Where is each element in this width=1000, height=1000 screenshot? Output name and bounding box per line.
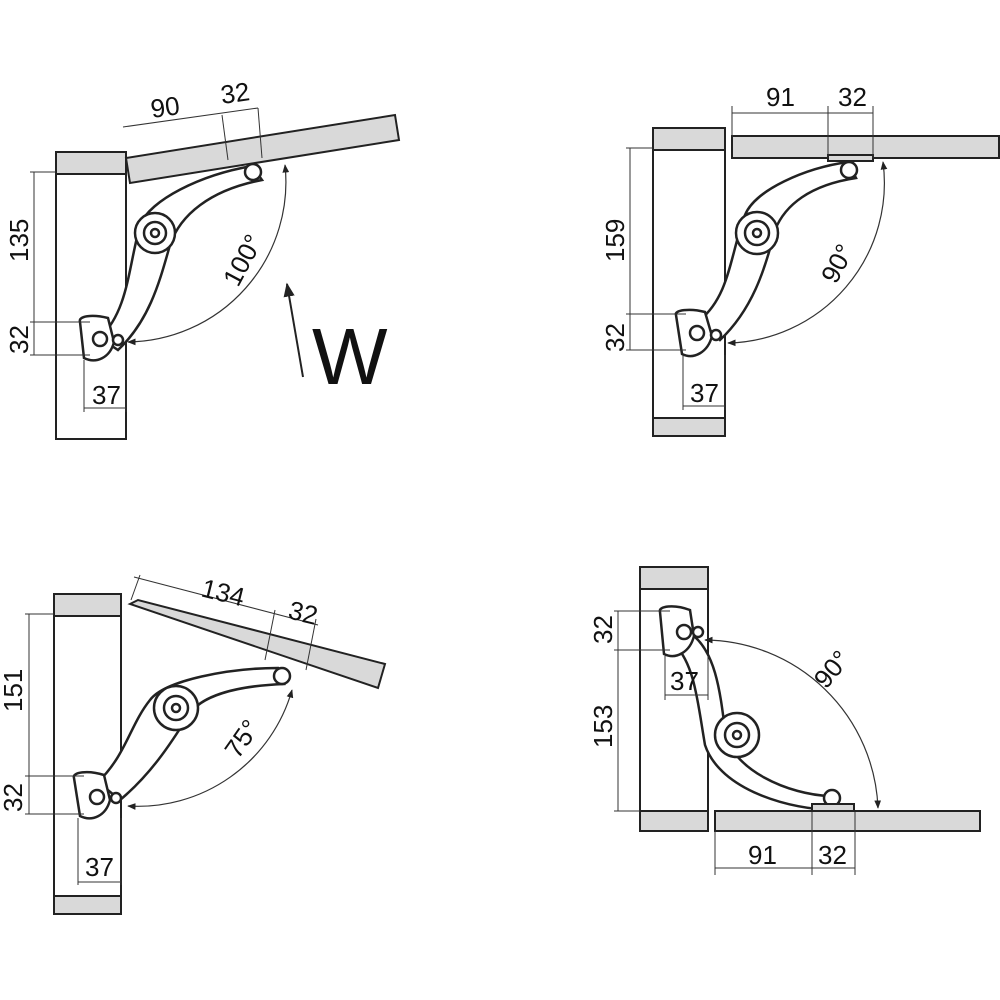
angle-label: 90° bbox=[815, 239, 860, 288]
height-label: 135 bbox=[4, 219, 34, 262]
lid-panel bbox=[127, 598, 387, 690]
diagram-bottom-right: 32 153 37 91 32 90° bbox=[588, 566, 981, 875]
base-height-label: 32 bbox=[600, 323, 630, 352]
base-pivot bbox=[688, 324, 706, 342]
panel-mount-label: 32 bbox=[219, 76, 252, 110]
diagram-top-right: 91 32 159 32 37 90° bbox=[600, 82, 1000, 437]
angle-arc bbox=[127, 164, 290, 346]
angle-arc bbox=[727, 161, 888, 347]
base-pivot bbox=[675, 623, 693, 641]
base-width-label: 37 bbox=[85, 852, 114, 882]
cabinet-top-cap bbox=[639, 566, 709, 590]
cabinet-top-cap bbox=[55, 151, 127, 175]
panel-offset-label: 90 bbox=[149, 90, 182, 124]
cabinet-side-wall bbox=[652, 149, 726, 419]
height-label: 159 bbox=[600, 219, 630, 262]
panel-offset-label: 134 bbox=[199, 573, 248, 613]
load-arrow bbox=[283, 282, 304, 378]
base-pivot bbox=[91, 330, 109, 348]
base-height-label: 32 bbox=[0, 783, 28, 812]
lid-pivot bbox=[243, 162, 263, 182]
height-label: 151 bbox=[0, 669, 28, 712]
diagram-top-left: W 90 32 135 32 37 100° bbox=[4, 76, 401, 440]
base-width-label: 37 bbox=[670, 666, 699, 696]
base-pivot bbox=[88, 788, 106, 806]
cabinet-bottom-cap bbox=[639, 810, 709, 832]
panel-offset-label: 91 bbox=[766, 82, 795, 112]
height-label: 153 bbox=[588, 705, 618, 748]
lid-pivot bbox=[272, 666, 292, 686]
base-width-label: 37 bbox=[690, 378, 719, 408]
panel-offset-label: 91 bbox=[748, 840, 777, 870]
lid-panel bbox=[714, 810, 981, 832]
cabinet-side-wall bbox=[55, 173, 127, 440]
panel-mount-label: 32 bbox=[286, 595, 321, 631]
base-height-label: 32 bbox=[4, 325, 34, 354]
load-label: W bbox=[312, 312, 388, 401]
base-width-label: 37 bbox=[92, 380, 121, 410]
panel-mount-label: 32 bbox=[838, 82, 867, 112]
angle-label: 100° bbox=[217, 229, 269, 291]
cabinet-bottom-cap bbox=[53, 895, 122, 915]
angle-arc bbox=[704, 636, 882, 809]
angle-label: 75° bbox=[218, 714, 265, 763]
cabinet-top-cap bbox=[652, 127, 726, 151]
cabinet-side-wall bbox=[53, 615, 122, 897]
angle-label: 90° bbox=[808, 644, 856, 693]
diagram-bottom-left: 134 32 151 32 37 75° bbox=[0, 573, 387, 915]
lid-pivot bbox=[839, 160, 859, 180]
cabinet-bottom-cap bbox=[652, 417, 726, 437]
cabinet-top-cap bbox=[53, 593, 122, 617]
angle-arc bbox=[127, 689, 294, 810]
base-height-label: 32 bbox=[588, 615, 618, 644]
panel-mount-label: 32 bbox=[818, 840, 847, 870]
lid-panel bbox=[124, 113, 401, 185]
